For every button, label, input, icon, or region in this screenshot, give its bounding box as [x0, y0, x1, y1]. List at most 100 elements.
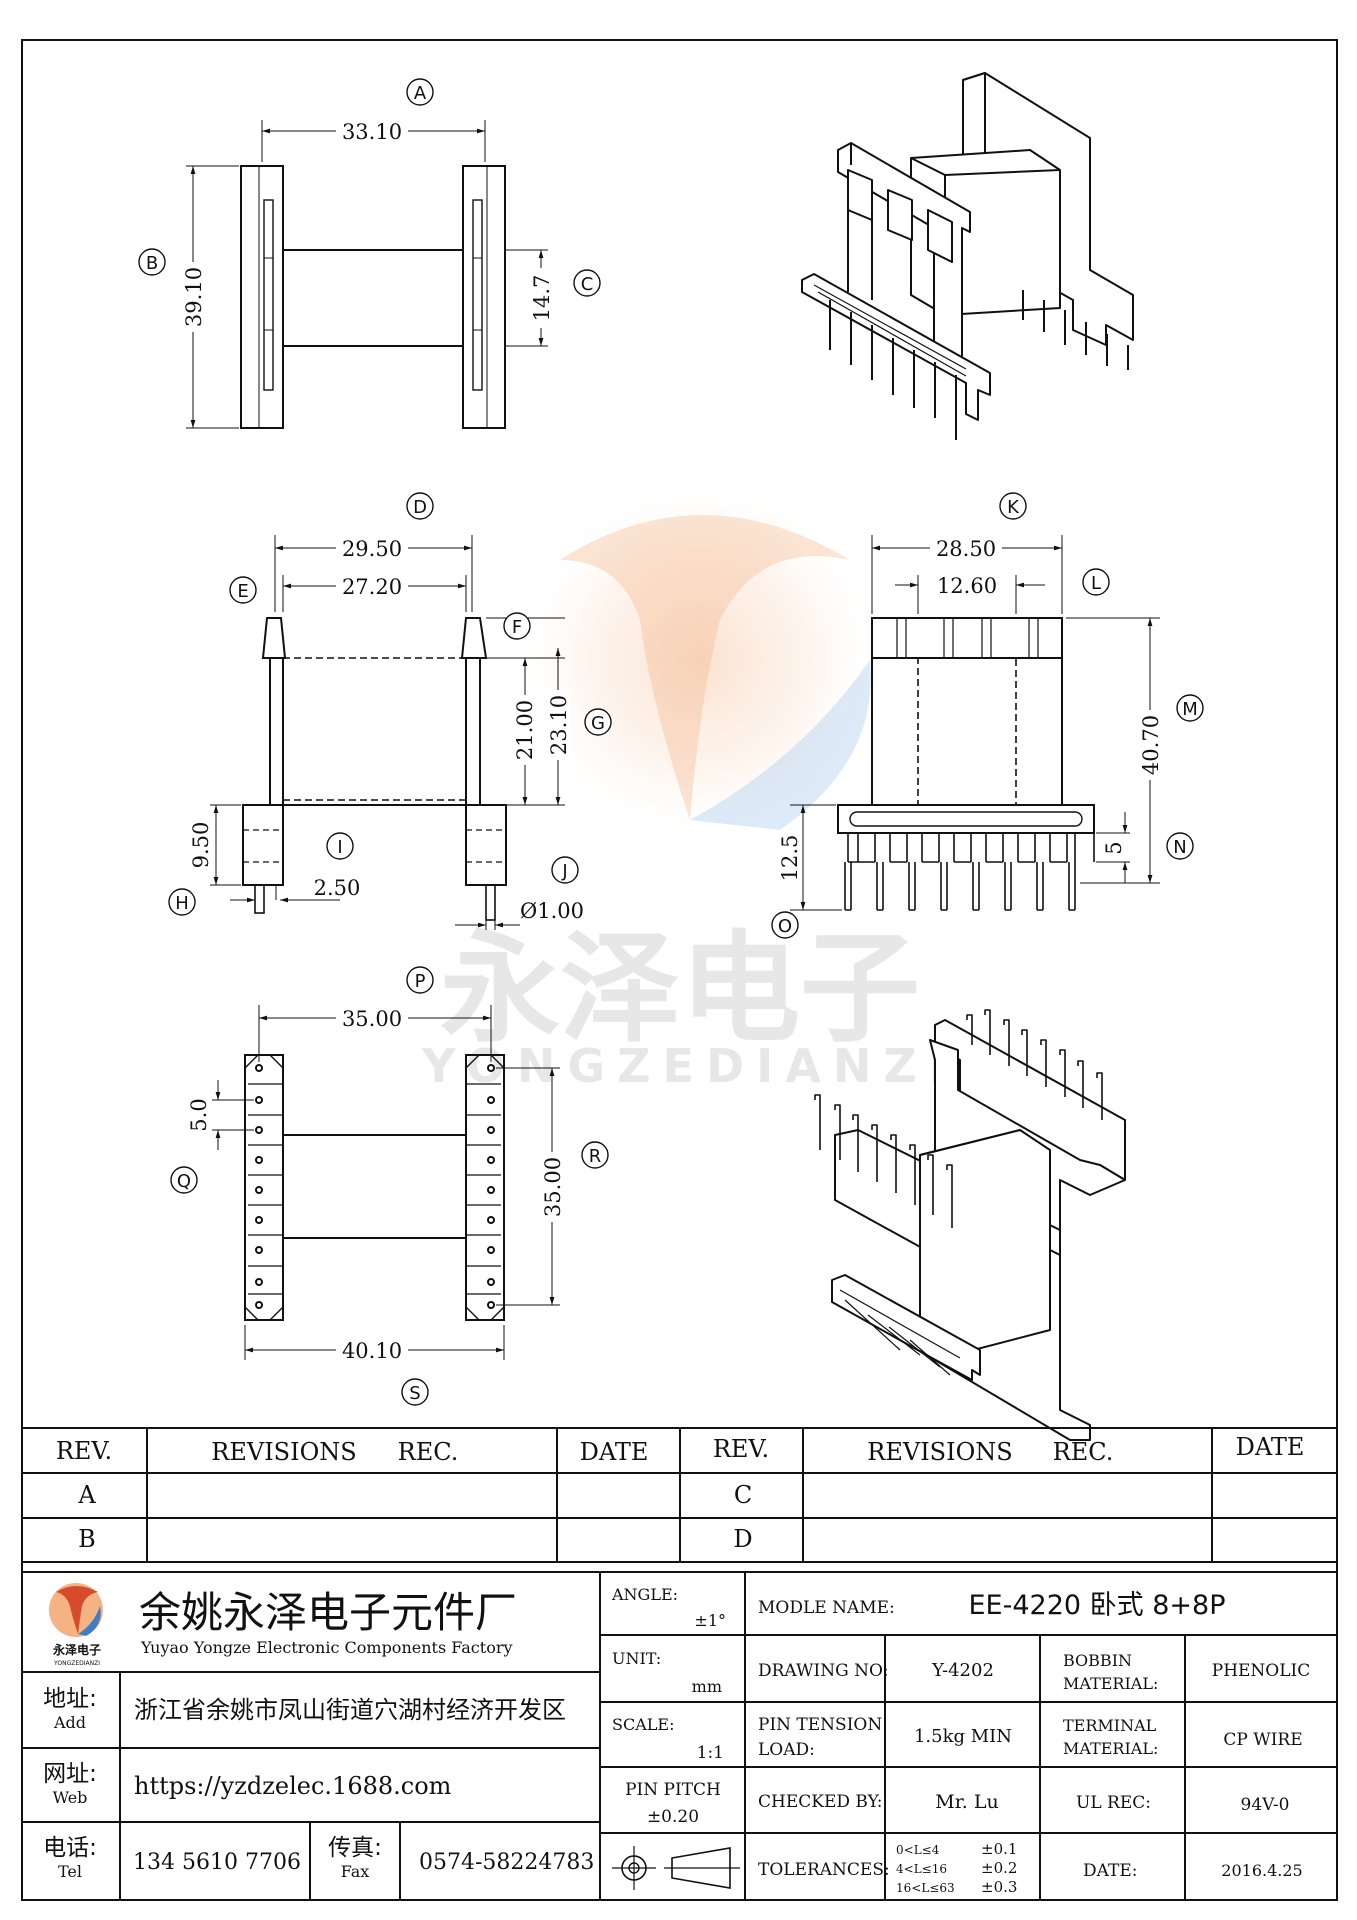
title-block	[22, 1572, 1337, 1900]
revision-table	[22, 1427, 1337, 1573]
terminal-material-label-2: MATERIAL:	[1063, 1739, 1158, 1758]
rec-header-2: REC.	[1053, 1438, 1114, 1466]
dim-side-base: 9.50	[189, 822, 213, 869]
tolerance-range-2: 4<L≤16	[896, 1862, 947, 1876]
rev-row-b: B	[78, 1525, 96, 1553]
dim-top-core: 14.7	[530, 275, 554, 322]
fax-number: 0574-58224783	[419, 1850, 594, 1875]
model-name-label: MODLE NAME:	[758, 1598, 895, 1618]
ul-rec-value: 94V-0	[1241, 1795, 1290, 1815]
watermark-en: YONGZEDIANZI	[421, 1039, 958, 1093]
rev-row-a: A	[77, 1481, 96, 1509]
isometric-view-bottom	[814, 1009, 1126, 1441]
terminal-material-value: CP WIRE	[1223, 1730, 1302, 1750]
watermark-cn: 永泽电子	[440, 920, 920, 1059]
tolerance-value-1: ±0.1	[981, 1840, 1017, 1858]
tolerance-range-1: 0<L≤4	[896, 1843, 940, 1857]
dim-side-h2: 23.10	[547, 695, 571, 755]
angle-value: ±1°	[694, 1611, 726, 1630]
callout-f: F	[512, 617, 522, 638]
unit-value: mm	[692, 1677, 722, 1696]
addr-label-cn: 地址:	[43, 1686, 97, 1712]
drawing-no-value: Y-4202	[931, 1660, 994, 1681]
web-label-en: Web	[53, 1788, 88, 1807]
dim-top-height: 39.10	[182, 267, 206, 327]
pin-pitch-value: ±0.20	[647, 1807, 699, 1827]
model-name-value: EE-4220 卧式 8+8P	[968, 1590, 1225, 1621]
angle-label: ANGLE:	[611, 1585, 678, 1604]
unit-label: UNIT:	[612, 1649, 661, 1668]
pin-tension-label-2: LOAD:	[758, 1740, 815, 1760]
tel-label-en: Tel	[58, 1862, 82, 1881]
ul-rec-label: UL REC:	[1076, 1793, 1151, 1813]
callout-l: L	[1091, 573, 1101, 594]
logo-text-en: YONGZEDIANZI	[53, 1660, 100, 1667]
dim-front-base: 12.5	[778, 835, 802, 882]
telephone: 134 5610 7706	[133, 1850, 301, 1875]
rev-row-d: D	[733, 1525, 752, 1553]
callout-q: Q	[177, 1171, 191, 1192]
dim-side-h1: 21.00	[513, 700, 537, 760]
dim-side-inner: 27.20	[342, 575, 402, 599]
bobbin-material-label-1: BOBBIN	[1063, 1651, 1132, 1670]
tolerances-label: TOLERANCES:	[758, 1860, 890, 1880]
rec-header-1: REC.	[398, 1438, 459, 1466]
callout-d: D	[413, 497, 427, 518]
watermark-logo	[515, 475, 885, 845]
addr-label-en: Add	[53, 1713, 86, 1732]
revisions-header-1: REVISIONS	[211, 1438, 356, 1466]
dim-side-outer: 29.50	[342, 537, 402, 561]
callout-b: B	[146, 253, 158, 274]
date-label: DATE:	[1083, 1861, 1137, 1881]
callout-a: A	[414, 83, 427, 104]
date-header-2: DATE	[1236, 1433, 1305, 1461]
dim-pin-offset: 2.50	[314, 876, 361, 900]
pin-tension-value: 1.5kg MIN	[914, 1726, 1012, 1747]
bobbin-material-label-2: MATERIAL:	[1063, 1674, 1158, 1693]
callout-i: I	[337, 837, 342, 858]
company-name-en: Yuyao Yongze Electronic Components Facto…	[140, 1638, 513, 1657]
callout-p: P	[415, 971, 426, 992]
pin-tension-label-1: PIN TENSION	[758, 1715, 882, 1735]
website: https://yzdzelec.1688.com	[134, 1772, 452, 1800]
fax-label-cn: 传真:	[328, 1835, 382, 1861]
scale-value: 1:1	[697, 1743, 724, 1763]
callout-r: R	[589, 1146, 602, 1167]
checked-by-label: CHECKED BY:	[758, 1792, 882, 1812]
scale-label: SCALE:	[612, 1715, 674, 1734]
date-value: 2016.4.25	[1221, 1861, 1302, 1880]
company-logo	[49, 1583, 103, 1637]
dim-top-width: 33.10	[342, 120, 402, 144]
company-name-cn: 余姚永泽电子元件厂	[139, 1588, 517, 1637]
fax-label-en: Fax	[341, 1862, 370, 1881]
callout-g: G	[591, 713, 605, 734]
rev-row-c: C	[734, 1481, 752, 1509]
logo-text-cn: 永泽电子	[52, 1642, 101, 1657]
dim-bottom-rows: 35.00	[541, 1157, 565, 1217]
date-header-1: DATE	[580, 1438, 649, 1466]
dim-pin-dia: Ø1.00	[520, 899, 584, 923]
top-view	[186, 120, 548, 429]
tel-label-cn: 电话:	[43, 1835, 97, 1861]
isometric-view-top	[801, 72, 1134, 440]
bobbin-material-value: PHENOLIC	[1212, 1661, 1311, 1681]
callout-h: H	[175, 893, 189, 914]
dim-front-width: 28.50	[936, 537, 996, 561]
callout-j: J	[561, 861, 567, 882]
sheet-border	[21, 39, 1338, 1901]
drawing-no-label: DRAWING NO:	[758, 1661, 889, 1681]
revisions-header-2: REVISIONS	[867, 1438, 1012, 1466]
address: 浙江省余姚市凤山街道穴湖村经济开发区	[134, 1696, 566, 1724]
dim-bottom-span: 35.00	[342, 1007, 402, 1031]
rev-header-1: REV.	[56, 1437, 112, 1465]
rev-header-2: REV.	[713, 1435, 769, 1463]
tolerance-range-3: 16<L≤63	[896, 1881, 955, 1895]
callout-c: C	[581, 274, 594, 295]
front-view	[790, 535, 1160, 911]
dim-front-pin: 5	[1102, 841, 1126, 854]
tolerance-value-2: ±0.2	[981, 1859, 1017, 1877]
dim-bottom-width: 40.10	[342, 1339, 402, 1363]
terminal-material-label-1: TERMINAL	[1063, 1716, 1157, 1735]
pin-pitch-label: PIN PITCH	[625, 1780, 721, 1800]
